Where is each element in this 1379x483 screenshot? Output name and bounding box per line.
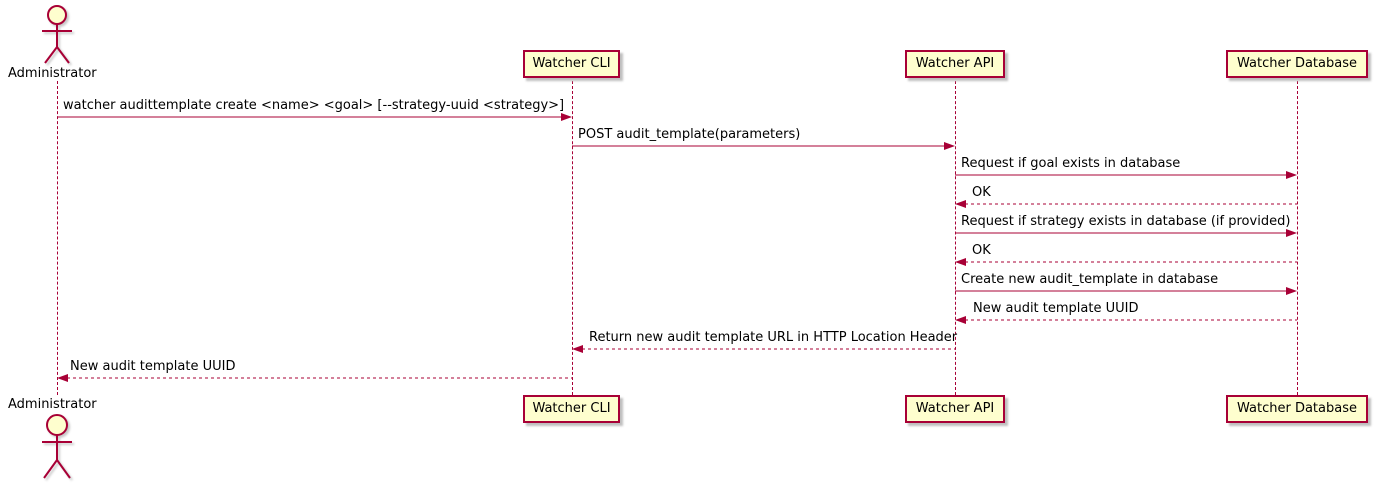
arrow-dashed-left-icon <box>955 258 1297 266</box>
participant-box-watcher-cli-bottom: Watcher CLI <box>523 395 620 423</box>
message-7: Create new audit_template in database <box>955 270 1297 296</box>
message-2: POST audit_template(parameters) <box>572 125 955 151</box>
message-5: Request if strategy exists in database (… <box>955 212 1297 238</box>
participant-box-watcher-database-top: Watcher Database <box>1226 50 1368 78</box>
message-3: Request if goal exists in database <box>955 154 1297 180</box>
participant-box-watcher-cli-top: Watcher CLI <box>523 50 620 78</box>
arrow-solid-right-icon <box>57 113 572 121</box>
message-7-label: Create new audit_template in database <box>961 272 1219 287</box>
message-3-label: Request if goal exists in database <box>961 156 1181 171</box>
arrow-dashed-left-icon <box>955 200 1297 208</box>
arrow-dashed-left-icon <box>572 345 955 353</box>
message-1-label: watcher audittemplate create <name> <goa… <box>63 98 565 113</box>
participant-box-watcher-database-bottom: Watcher Database <box>1226 395 1368 423</box>
message-10: New audit template UUID <box>57 357 572 383</box>
administrator-actor-icon-top <box>42 5 72 64</box>
arrow-solid-right-icon <box>572 142 955 150</box>
arrow-solid-right-icon <box>955 287 1297 295</box>
lifeline-watcher-database <box>1297 81 1298 395</box>
message-4: OK <box>955 183 1297 209</box>
lifeline-administrator <box>57 81 58 395</box>
lifeline-watcher-api <box>955 81 956 395</box>
arrow-solid-right-icon <box>955 229 1297 237</box>
participant-box-watcher-api-bottom: Watcher API <box>905 395 1005 423</box>
administrator-label-top: Administrator <box>8 66 97 81</box>
arrow-solid-right-icon <box>955 171 1297 179</box>
message-9-label: Return new audit template URL in HTTP Lo… <box>589 330 958 345</box>
message-4-label: OK <box>972 185 991 200</box>
administrator-label-bottom: Administrator <box>8 397 97 412</box>
arrow-dashed-left-icon <box>955 316 1297 324</box>
message-5-label: Request if strategy exists in database (… <box>961 214 1291 229</box>
message-8: New audit template UUID <box>955 299 1297 325</box>
message-2-label: POST audit_template(parameters) <box>578 127 801 142</box>
administrator-actor-icon-bottom <box>42 414 72 479</box>
participant-box-watcher-api-top: Watcher API <box>905 50 1005 78</box>
message-1: watcher audittemplate create <name> <goa… <box>57 96 572 122</box>
message-6: OK <box>955 241 1297 267</box>
arrow-dashed-left-icon <box>57 374 572 382</box>
message-9: Return new audit template URL in HTTP Lo… <box>572 328 958 354</box>
message-8-label: New audit template UUID <box>973 301 1139 316</box>
message-10-label: New audit template UUID <box>70 359 236 374</box>
message-6-label: OK <box>972 243 991 258</box>
lifeline-watcher-cli <box>572 81 573 395</box>
